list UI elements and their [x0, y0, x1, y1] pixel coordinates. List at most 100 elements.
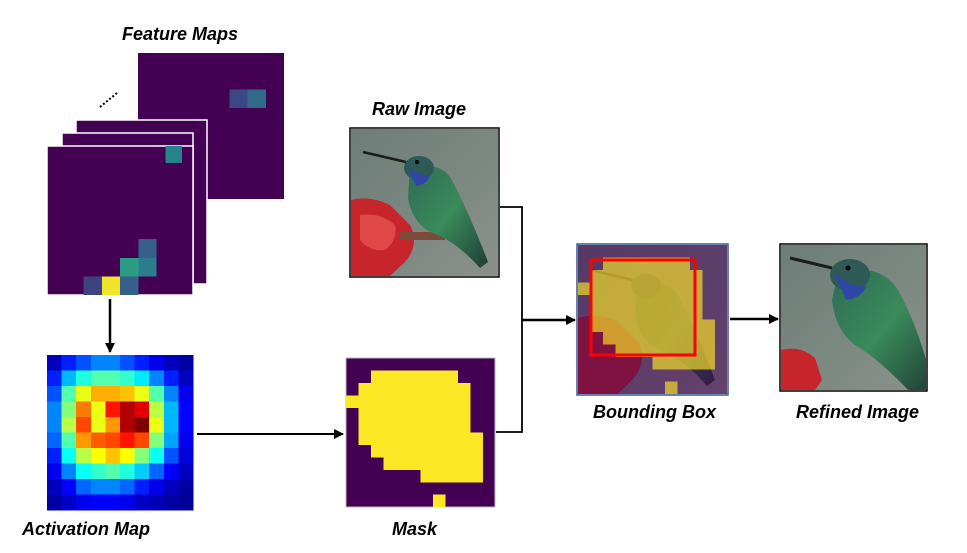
activation-cell: [178, 370, 194, 387]
activation-cell: [178, 494, 194, 511]
activation-cell: [105, 417, 121, 433]
activation-cell: [120, 494, 135, 511]
bbox-mask-cell: [602, 319, 616, 333]
activation-cell: [47, 432, 62, 449]
feature-map-cell: [101, 276, 120, 295]
activation-cell: [149, 463, 165, 480]
bbox-mask-cell: [615, 282, 628, 295]
feature-map-cell: [120, 257, 139, 277]
activation-cell: [90, 463, 106, 480]
activation-cell: [120, 463, 135, 480]
feature-map-cell: [165, 146, 183, 163]
mask-cell: [408, 382, 421, 396]
mask-cell: [420, 382, 434, 396]
bbox-mask-cell: [590, 307, 604, 320]
activation-cell: [105, 401, 121, 418]
activation-cell: [61, 417, 77, 433]
bbox-mask-cell: [652, 356, 666, 370]
bbox-mask-cell: [590, 269, 604, 283]
mask-cell: [383, 420, 396, 433]
mask-cell: [445, 407, 459, 421]
activation-cell: [105, 479, 121, 495]
bounding-box-panel: [578, 245, 727, 394]
mask-cell: [420, 370, 434, 384]
activation-cell: [105, 463, 121, 480]
mask-cell: [432, 457, 446, 471]
activation-cell: [178, 463, 194, 480]
mask-cell: [358, 420, 372, 433]
mask-cell: [470, 432, 483, 446]
bbox-mask-cell: [640, 319, 653, 333]
activation-cell: [61, 494, 77, 511]
activation-cell: [134, 494, 150, 511]
mask-cell: [408, 407, 421, 421]
activation-cell: [163, 479, 179, 495]
mask-cell: [457, 395, 471, 408]
activation-cell: [47, 370, 62, 387]
feature-map-cell: [138, 257, 157, 277]
bbox-mask-cell: [602, 294, 616, 308]
bbox-mask-cell: [602, 282, 616, 295]
mask-cell: [420, 420, 434, 433]
mask-cell: [432, 407, 446, 421]
activation-cell: [47, 463, 62, 480]
activation-cell: [120, 386, 135, 402]
mask-cell: [395, 432, 409, 446]
mask-cell: [358, 395, 372, 408]
activation-cell: [163, 448, 179, 464]
mask-cell: [408, 420, 421, 433]
bbox-mask-cell: [627, 294, 641, 308]
activation-cell: [149, 479, 165, 495]
activation-cell: [178, 355, 194, 371]
mask-cell: [445, 432, 459, 446]
mask-cell: [432, 494, 446, 508]
bbox-mask-cell: [664, 294, 678, 308]
activation-cell: [134, 355, 150, 371]
mask-cell: [383, 432, 396, 446]
bbox-mask-cell: [702, 356, 715, 370]
mask-cell: [420, 469, 434, 483]
bbox-mask-cell: [615, 331, 628, 345]
mask-cell: [370, 382, 384, 396]
mask-cell: [383, 444, 396, 458]
activation-cell: [61, 355, 77, 371]
activation-cell: [105, 370, 121, 387]
bounding-box-frame: [576, 243, 729, 396]
activation-cell: [178, 448, 194, 464]
mask-cell: [457, 444, 471, 458]
mask-cell: [395, 457, 409, 471]
mask-cell: [395, 395, 409, 408]
activation-cell: [105, 494, 121, 511]
bbox-mask-cell: [702, 344, 715, 358]
mask-cell: [395, 444, 409, 458]
mask-cell: [445, 370, 459, 384]
mask-cell: [408, 432, 421, 446]
mask-cell: [383, 395, 396, 408]
bbox-mask-cell: [677, 307, 691, 320]
mask-cell: [445, 444, 459, 458]
mask-cell: [420, 444, 434, 458]
activation-cell: [76, 370, 92, 387]
activation-cell: [61, 448, 77, 464]
connector-mask: [496, 320, 523, 433]
mask-cell: [370, 370, 384, 384]
bbox-mask-cell: [640, 294, 653, 308]
feature-map-cell: [120, 276, 139, 295]
bbox-mask-cell: [702, 331, 715, 345]
activation-cell: [120, 448, 135, 464]
mask-cell: [470, 469, 483, 483]
activation-cell: [105, 386, 121, 402]
mask-cell: [358, 432, 372, 446]
activation-cell: [76, 401, 92, 418]
bbox-mask-cell: [677, 331, 691, 345]
feature-map-stack: [46, 53, 284, 296]
mask-cell: [358, 407, 372, 421]
bbox-mask-cell: [627, 269, 641, 283]
activation-cell: [105, 432, 121, 449]
mask-cell: [457, 432, 471, 446]
activation-cell: [120, 401, 135, 418]
activation-cell: [76, 417, 92, 433]
activation-cell: [178, 386, 194, 402]
bbox-mask-cell: [578, 282, 591, 295]
activation-cell: [76, 448, 92, 464]
